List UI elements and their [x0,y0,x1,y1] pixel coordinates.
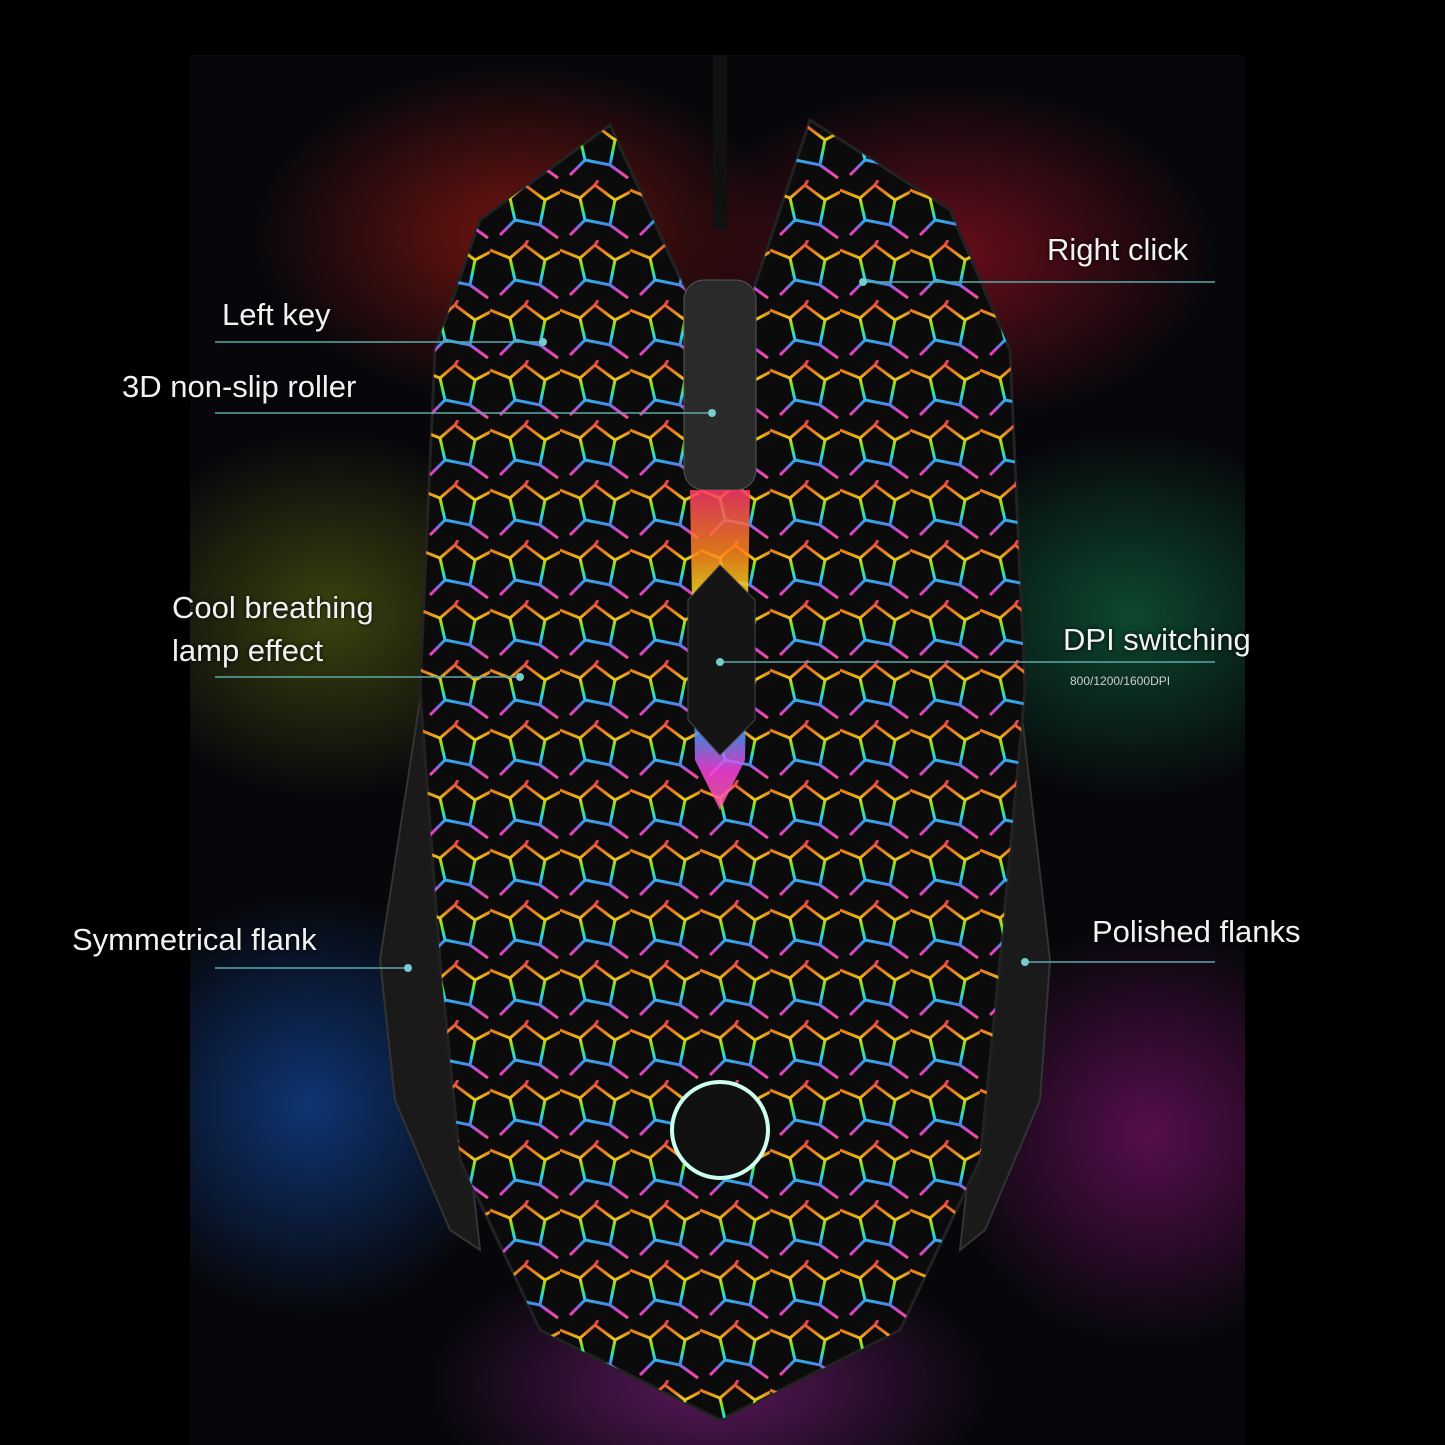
callout-lines [215,281,1215,969]
scroll-wheel [683,279,757,491]
symmetrical-label: Symmetrical flank [72,922,317,957]
breathing-label-line1: Cool breathing [172,590,374,625]
left-key-label: Left key [222,297,331,332]
callout-dots [404,278,1029,972]
roller-label: 3D non-slip roller [122,369,357,404]
dpi-values: 800/1200/1600DPI [1070,674,1171,688]
logo [670,1080,770,1180]
right-click-label: Right click [1047,232,1189,267]
breathing-label-line2: lamp effect [172,633,324,668]
dpi-label: DPI switching [1063,622,1251,657]
polished-label: Polished flanks [1092,914,1301,949]
